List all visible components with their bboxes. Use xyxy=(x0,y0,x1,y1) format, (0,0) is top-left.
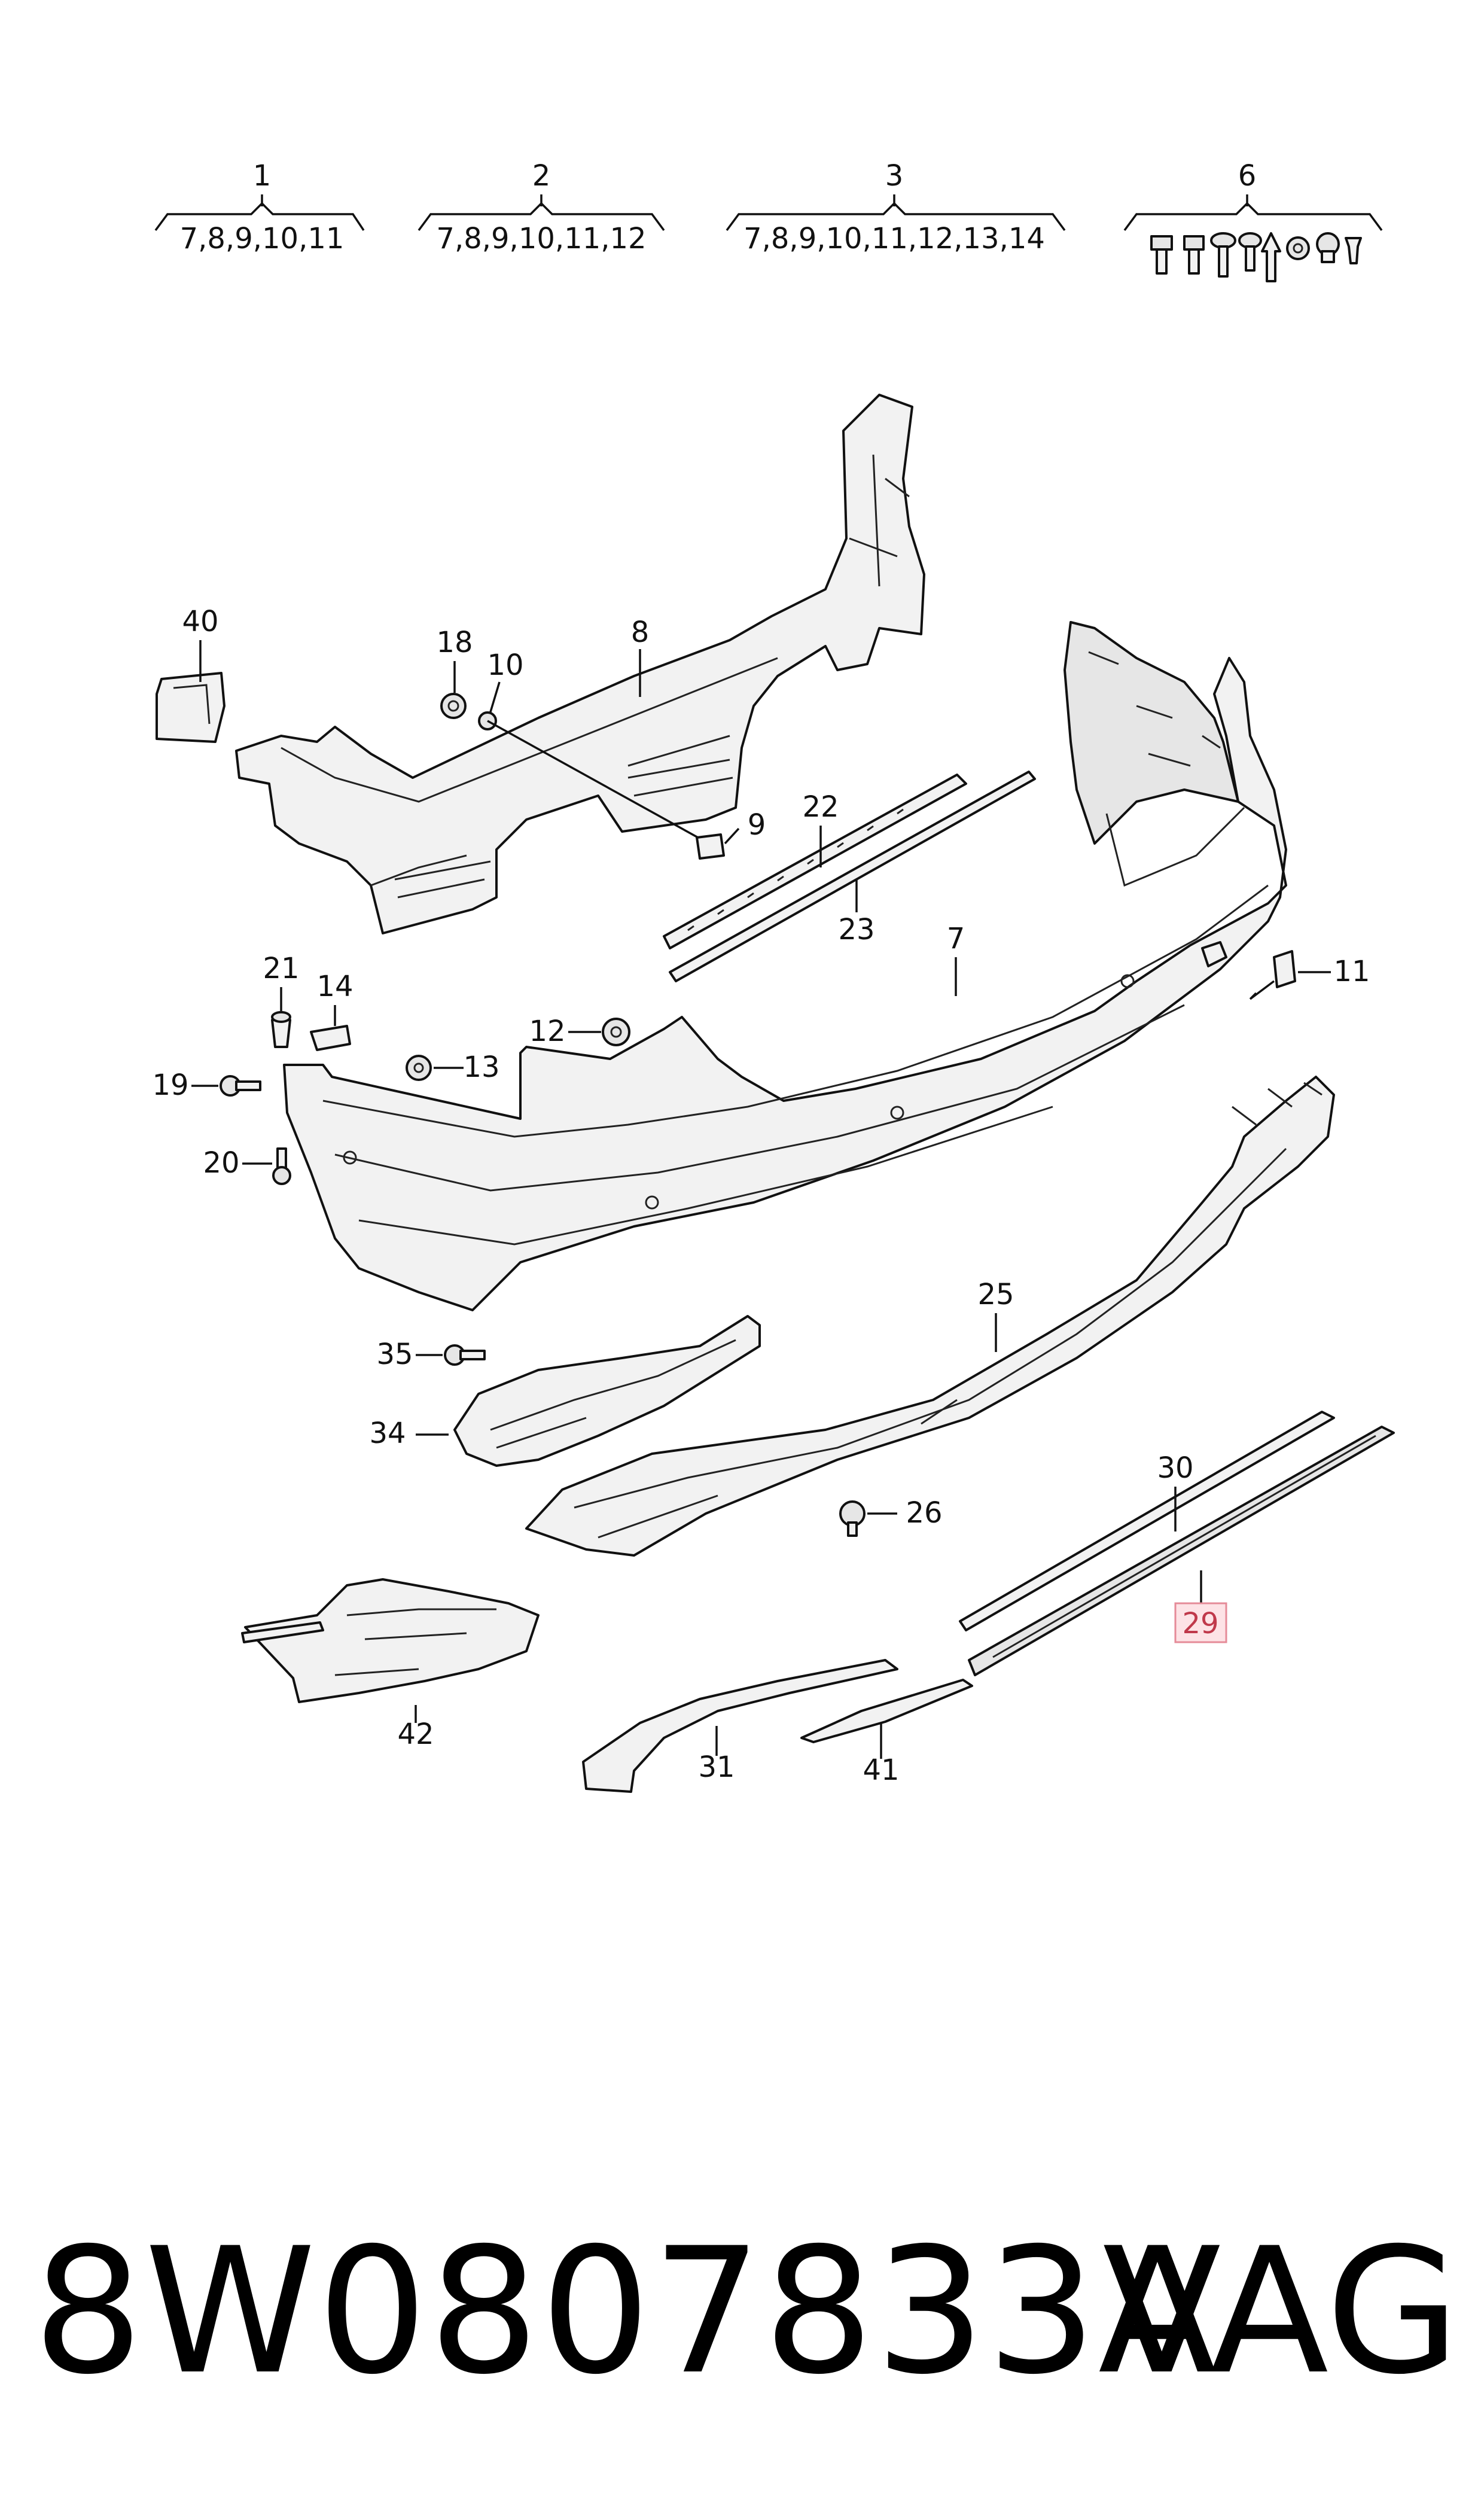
callout-12: 12 xyxy=(529,1015,565,1048)
callout-23: 23 xyxy=(838,913,874,946)
rivet-icon xyxy=(1345,237,1362,264)
part-11-cap xyxy=(1273,950,1296,988)
callout-9: 9 xyxy=(748,808,766,842)
part-20-screw xyxy=(272,1147,291,1185)
part-30-trim-strip xyxy=(959,1411,1335,1631)
header-group-3: 3 7,8,9,10,11,12,13,14 xyxy=(726,159,1066,255)
part-40-bracket xyxy=(156,672,226,743)
group-number-2: 2 xyxy=(532,159,551,193)
part-8-bumper-carrier xyxy=(235,394,925,934)
callout-21: 21 xyxy=(263,952,299,985)
part-42-exhaust-tip xyxy=(241,1578,540,1703)
callout-22: 22 xyxy=(802,790,839,824)
callout-42: 42 xyxy=(397,1718,434,1751)
part-41-trim xyxy=(800,1679,973,1743)
part-29-trim-strip xyxy=(968,1426,1395,1676)
bolt-icon xyxy=(1183,235,1205,275)
callout-7: 7 xyxy=(947,922,965,955)
part-26-nut xyxy=(839,1500,866,1537)
group-number-3: 3 xyxy=(885,159,904,193)
callout-8: 8 xyxy=(631,616,650,649)
callout-25: 25 xyxy=(977,1278,1014,1311)
part-22-strip xyxy=(663,774,967,949)
part-31-trim xyxy=(582,1659,898,1793)
part-19-screw xyxy=(220,1075,261,1097)
header-group-6: 6 xyxy=(1123,159,1383,282)
callout-35: 35 xyxy=(376,1338,413,1371)
part-number: 8W0807833A xyxy=(33,2211,1218,2413)
part-29-highlight-badge: 29 xyxy=(1174,1602,1227,1643)
brand-name: VAG xyxy=(1102,2211,1460,2413)
screw-icon xyxy=(1238,232,1262,272)
callout-29: 29 xyxy=(1182,1607,1218,1640)
part-13-grommet xyxy=(406,1055,432,1081)
part-23-strip xyxy=(669,771,1036,982)
nut-icon xyxy=(1286,236,1310,260)
part-12-grommet xyxy=(602,1018,630,1046)
clip-icon xyxy=(1316,232,1340,263)
header-group-2: 2 7,8,9,10,11,12 xyxy=(418,159,665,255)
part-9-clip xyxy=(696,833,725,860)
group-number-1: 1 xyxy=(253,159,272,193)
part-7-bumper-cover xyxy=(283,621,1287,1311)
callout-18: 18 xyxy=(436,626,473,659)
screw-icon xyxy=(1210,232,1236,278)
part-18-grommet xyxy=(440,693,467,719)
callout-31: 31 xyxy=(698,1750,735,1784)
callout-26: 26 xyxy=(906,1496,942,1530)
callout-41: 41 xyxy=(863,1753,899,1787)
callout-19: 19 xyxy=(152,1068,188,1102)
header-group-1: 1 7,8,9,10,11 xyxy=(154,159,365,255)
callout-14: 14 xyxy=(316,970,353,1003)
part-35-screw xyxy=(444,1344,486,1366)
group-members-2: 7,8,9,10,11,12 xyxy=(436,222,646,255)
callout-30: 30 xyxy=(1157,1451,1193,1485)
callout-20: 20 xyxy=(203,1146,239,1180)
part-21-clip xyxy=(271,1011,291,1048)
fastener-icons xyxy=(1150,232,1362,282)
group-members-3: 7,8,9,10,11,12,13,14 xyxy=(743,222,1045,255)
callout-13: 13 xyxy=(463,1051,499,1084)
callout-10: 10 xyxy=(487,648,523,682)
part-25-diffuser xyxy=(525,1076,1335,1557)
clip-icon xyxy=(1261,232,1281,282)
part-34-bracket xyxy=(453,1315,761,1467)
part-14-clip xyxy=(310,1025,351,1051)
callout-34: 34 xyxy=(369,1417,406,1450)
bolt-icon xyxy=(1150,235,1173,275)
group-number-6: 6 xyxy=(1238,159,1257,193)
callout-40: 40 xyxy=(182,605,218,638)
callout-11: 11 xyxy=(1333,955,1370,988)
group-members-1: 7,8,9,10,11 xyxy=(180,222,345,255)
